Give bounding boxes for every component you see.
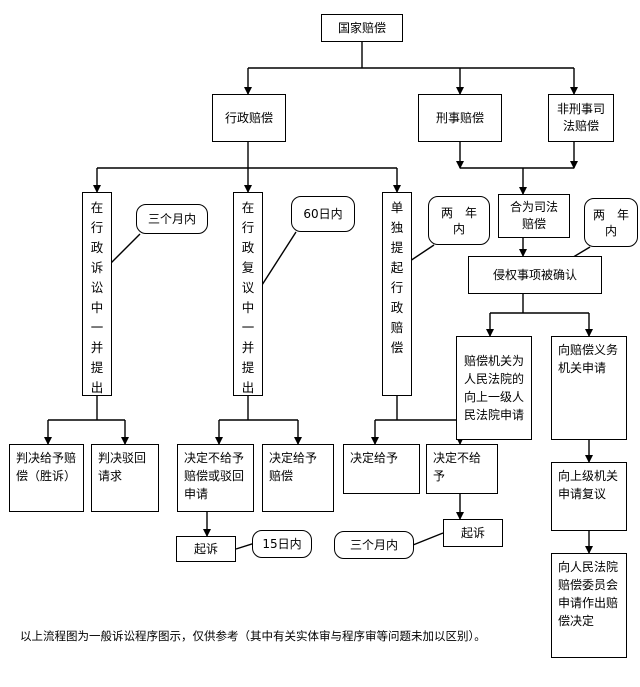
node-noncriminal: 非刑事司法赔偿 (548, 94, 614, 142)
node-sue-review: 起诉 (176, 536, 236, 562)
node-obligor-path: 向赔偿义务机关申请 (551, 336, 627, 440)
callout-fifteen-days: 15日内 (252, 530, 312, 558)
node-sue-separate: 起诉 (443, 519, 503, 547)
callout-two-years-admin: 两 年 内 (428, 196, 490, 245)
node-judge-reject: 判决驳回请求 (91, 444, 159, 512)
callout-three-months-litigation: 三个月内 (136, 204, 208, 234)
node-court-path: 赔偿机关为人民法院的向上一级人民法院申请 (456, 336, 532, 440)
node-higher-review: 向上级机关申请复议 (551, 462, 627, 531)
node-review-no-grant: 决定不给予赔偿或驳回申请 (177, 444, 254, 512)
node-admin: 行政赔偿 (212, 94, 286, 142)
node-judicial-merge: 合为司法赔偿 (498, 194, 570, 238)
callout-sixty-days: 60日内 (291, 196, 355, 232)
node-admin-separate: 单独提起行政赔偿 (382, 192, 412, 396)
callout-three-months-separate: 三个月内 (334, 531, 414, 559)
node-criminal: 刑事赔偿 (418, 94, 502, 142)
node-root: 国家赔偿 (321, 14, 403, 42)
callout-two-years-judicial: 两 年 内 (584, 198, 638, 247)
node-review-grant: 决定给予赔偿 (262, 444, 334, 512)
node-judge-grant: 判决给予赔偿（胜诉） (9, 444, 84, 512)
node-admin-review: 在行政复议中一并提出 (233, 192, 263, 396)
node-sep-grant: 决定给予 (343, 444, 420, 494)
node-infringement-confirmed: 侵权事项被确认 (468, 256, 602, 294)
node-committee: 向人民法院赔偿委员会申请作出赔偿决定 (551, 553, 627, 658)
footnote: 以上流程图为一般诉讼程序图示，仅供参考（其中有关实体审与程序审等问题未加以区别）… (20, 629, 486, 643)
node-admin-litigation: 在行政诉讼中一并提出 (82, 192, 112, 396)
node-sep-no-grant: 决定不给予 (426, 444, 498, 494)
